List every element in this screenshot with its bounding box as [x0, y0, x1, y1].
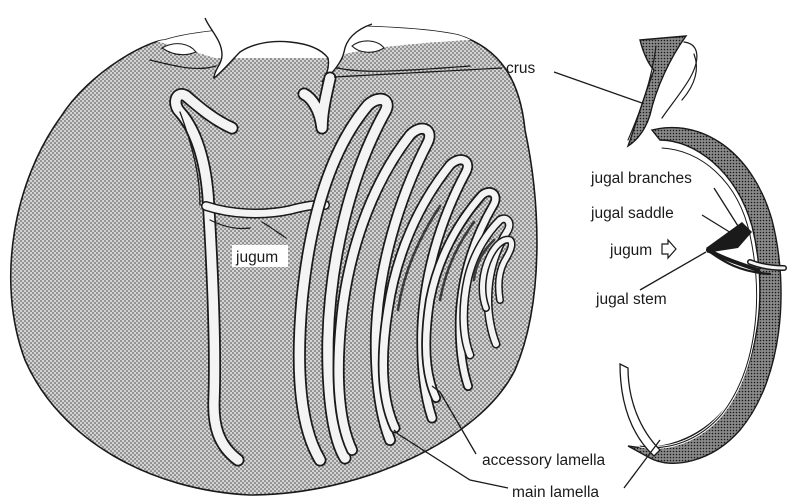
- label-accessory-lamella: accessory lamella: [482, 452, 606, 469]
- label-crus: crus: [506, 60, 536, 77]
- label-jugum-left: jugum: [235, 249, 278, 266]
- jugal-saddle-leader: [702, 215, 736, 236]
- lateral-lower-hook: [620, 364, 660, 456]
- label-jugal-branches: jugal branches: [590, 170, 692, 187]
- label-main-lamella: main lamella: [512, 484, 599, 501]
- jugum-arrow-icon: [662, 240, 676, 258]
- label-jugum-right: jugum: [609, 242, 652, 259]
- crus-leader-right: [554, 72, 642, 103]
- label-jugal-stem: jugal stem: [595, 291, 667, 308]
- label-jugal-saddle: jugal saddle: [590, 205, 674, 222]
